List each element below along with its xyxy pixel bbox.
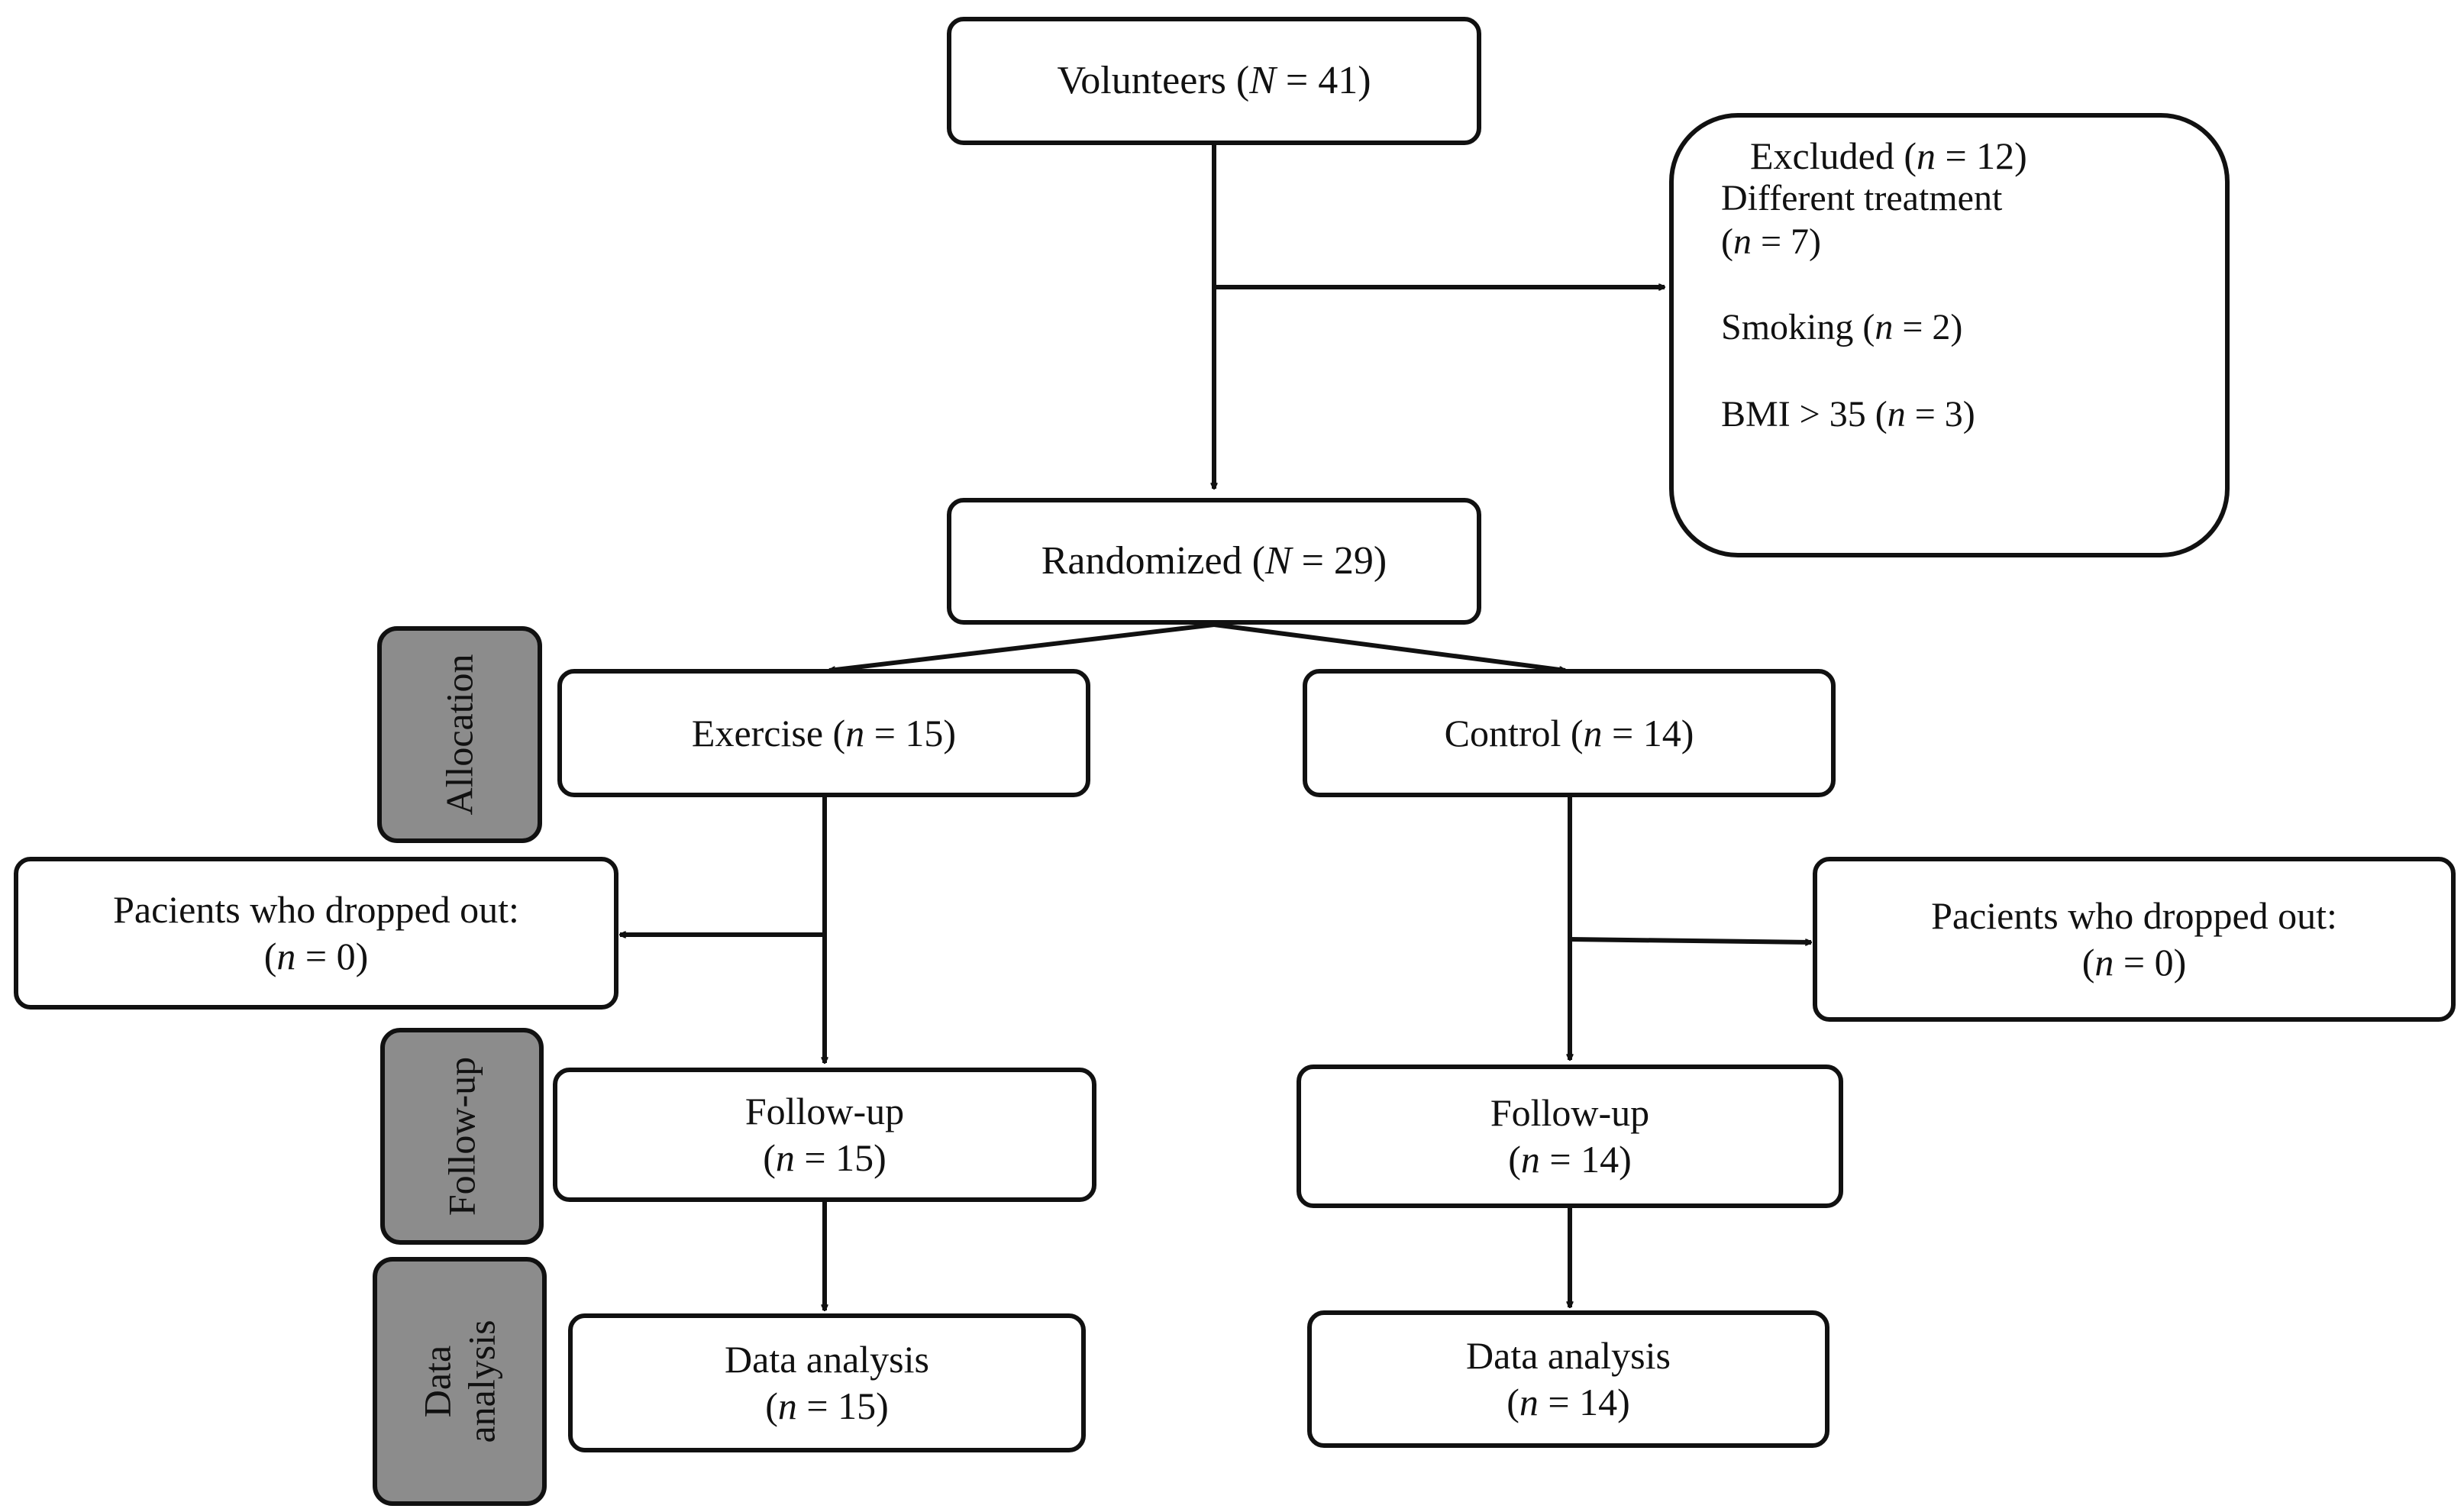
followup-left-label: Follow-up [744, 1090, 905, 1132]
volunteers-label: Volunteers (N = 41) [1057, 59, 1371, 103]
control-box: Control (n = 14) [1303, 669, 1836, 797]
excluded-different-treatment: Different treatment (n = 7) [1721, 178, 2003, 262]
excluded-bmi: BMI > 35 (n = 3) [1721, 394, 1975, 435]
excluded-title: Excluded (n = 12) [1750, 134, 2027, 177]
arrow-to-control [1213, 622, 1565, 670]
stage-data-analysis-label: Data analysis [415, 1320, 503, 1443]
dropout-left-box: Pacients who dropped out: (n = 0) [14, 857, 618, 1010]
dropout-left-label: Pacients who dropped out: [113, 888, 519, 931]
followup-right-label: Follow-up [1490, 1091, 1650, 1134]
stage-followup-label: Follow-up [440, 1056, 483, 1216]
arrow-control-dropout [1569, 937, 1811, 942]
analysis-right-label: Data analysis [1466, 1334, 1671, 1377]
randomized-label: Randomized (N = 29) [1041, 539, 1387, 583]
followup-right-box: Follow-up (n = 14) [1297, 1065, 1843, 1208]
excluded-smoking: Smoking (n = 2) [1721, 307, 1963, 347]
stage-allocation-label: Allocation [438, 654, 481, 816]
analysis-left-count: (n = 15) [765, 1384, 889, 1427]
stage-data-analysis: Data analysis [373, 1257, 547, 1506]
analysis-right-box: Data analysis (n = 14) [1307, 1310, 1829, 1448]
followup-right-count: (n = 14) [1508, 1138, 1632, 1181]
randomized-box: Randomized (N = 29) [947, 498, 1481, 625]
dropout-right-count: (n = 0) [2081, 941, 2187, 984]
analysis-left-label: Data analysis [725, 1338, 929, 1381]
exercise-box: Exercise (n = 15) [557, 669, 1090, 797]
stage-allocation: Allocation [377, 626, 542, 843]
dropout-left-count: (n = 0) [263, 935, 369, 977]
stage-followup: Follow-up [380, 1028, 544, 1245]
exercise-label: Exercise (n = 15) [691, 711, 957, 754]
followup-left-box: Follow-up (n = 15) [553, 1068, 1096, 1202]
followup-left-count: (n = 15) [763, 1136, 886, 1179]
analysis-right-count: (n = 14) [1506, 1381, 1630, 1423]
analysis-left-box: Data analysis (n = 15) [568, 1313, 1086, 1452]
excluded-box: Excluded (n = 12) Different treatment (n… [1669, 113, 2230, 557]
arrow-to-exercise [829, 622, 1215, 670]
control-label: Control (n = 14) [1444, 711, 1694, 754]
dropout-right-box: Pacients who dropped out: (n = 0) [1813, 857, 2456, 1022]
volunteers-box: Volunteers (N = 41) [947, 17, 1481, 145]
dropout-right-label: Pacients who dropped out: [1931, 894, 2337, 937]
